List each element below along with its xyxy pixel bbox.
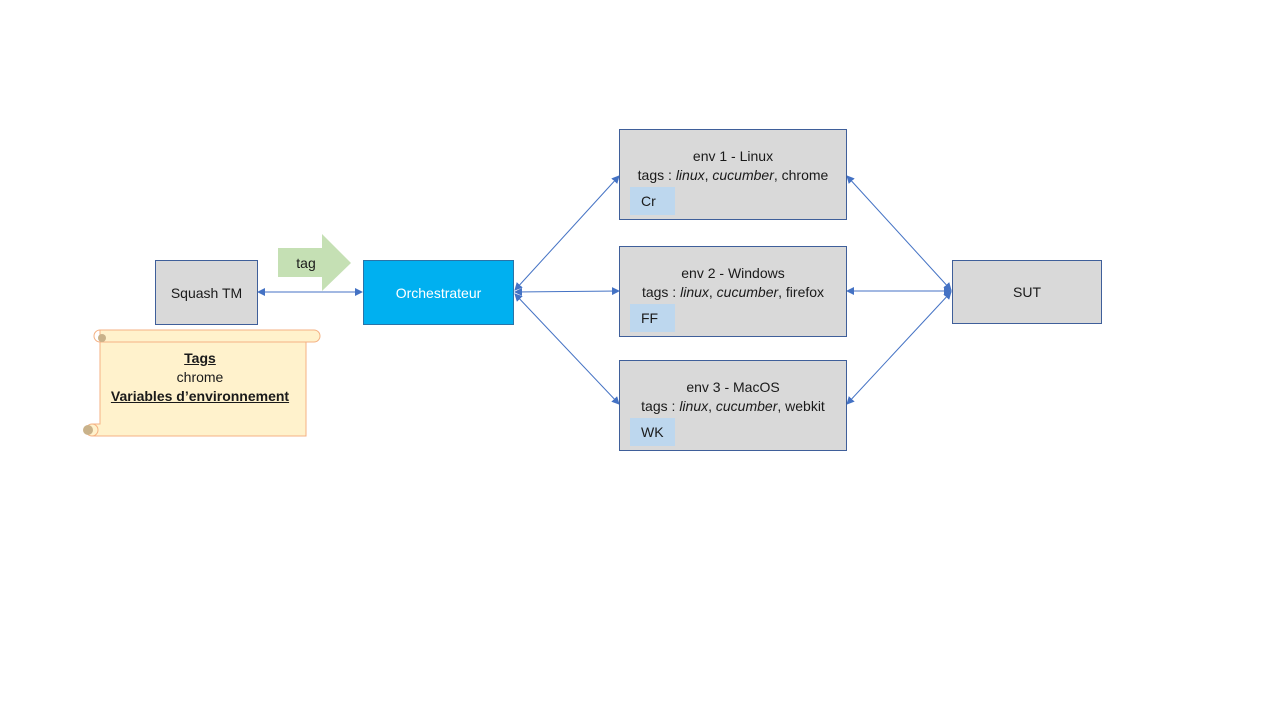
env-box-linux: env 1 - Linux tags : linux, cucumber, ch… <box>619 129 847 220</box>
connector-env3-sut <box>846 291 952 405</box>
connector-env1-sut <box>846 175 952 291</box>
env-box-windows: env 2 - Windows tags : linux, cucumber, … <box>619 246 847 337</box>
env-title: env 2 - Windows <box>681 265 785 281</box>
env-box-macos: env 3 - MacOS tags : linux, cucumber, we… <box>619 360 847 451</box>
scroll-content: Tags chrome Variables d’environnement <box>95 349 305 406</box>
scroll-heading-tags: Tags <box>184 350 216 366</box>
squash-tm-label: Squash TM <box>170 284 243 301</box>
sut-label: SUT <box>1013 284 1041 300</box>
env-title: env 3 - MacOS <box>686 379 780 395</box>
connector-orchestrator-env1 <box>514 175 620 291</box>
connector-orchestrator-env2 <box>514 287 620 296</box>
scroll-heading-variables: Variables d’environnement <box>110 388 290 404</box>
scroll-shape <box>83 329 321 437</box>
browser-badge: FF <box>630 304 675 332</box>
tag-arrow-shape <box>278 234 351 291</box>
connector-orchestrator-env3 <box>514 293 620 405</box>
orchestrator-box: Orchestrateur <box>363 260 514 325</box>
env-tags: tags : linux, cucumber, chrome <box>637 167 829 183</box>
sut-box: SUT <box>952 260 1102 324</box>
tag-arrow-label: tag <box>296 255 316 271</box>
browser-badge: WK <box>630 418 675 446</box>
env-tags: tags : linux, cucumber, firefox <box>641 284 825 300</box>
browser-badge: Cr <box>630 187 675 215</box>
orchestrator-label: Orchestrateur <box>395 284 482 301</box>
squash-tm-box: Squash TM <box>155 260 258 325</box>
env-tags: tags : linux, cucumber, webkit <box>641 398 825 414</box>
env-title: env 1 - Linux <box>692 148 774 164</box>
scroll-value-tags: chrome <box>176 369 224 385</box>
